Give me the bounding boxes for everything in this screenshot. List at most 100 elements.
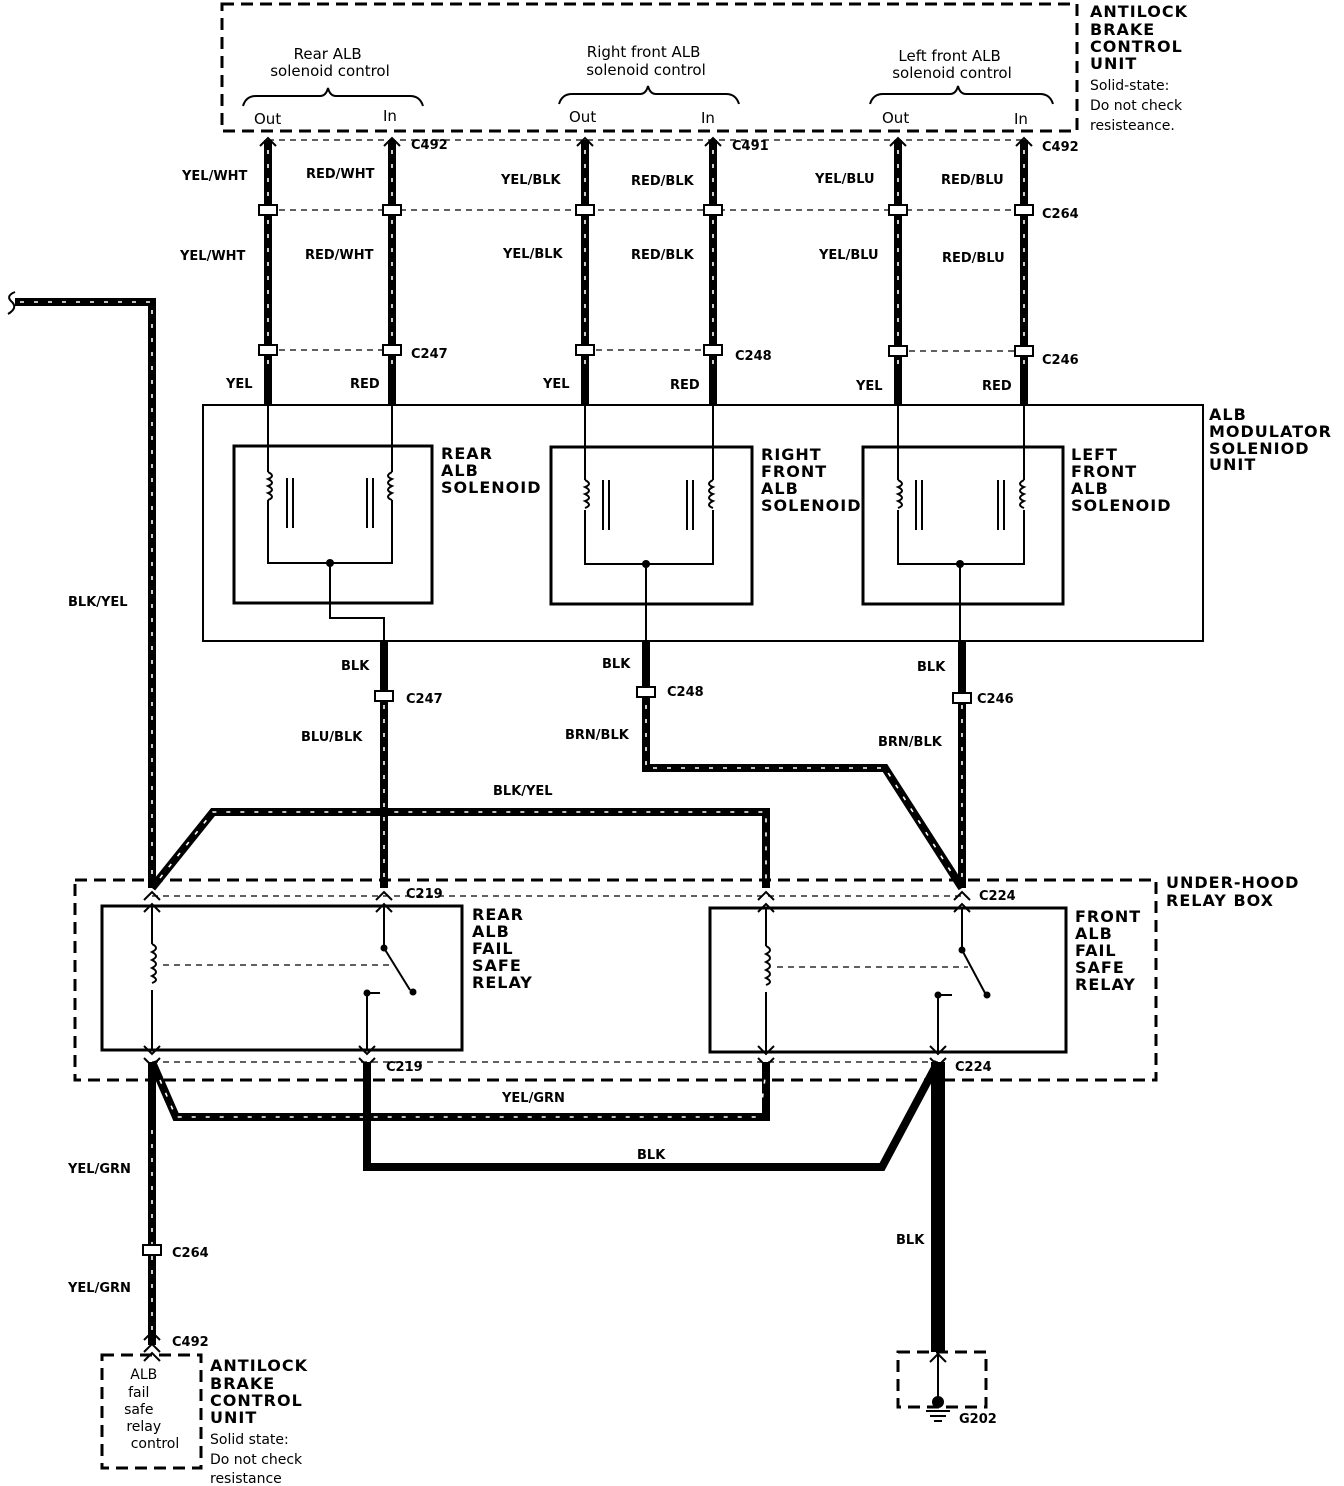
svg-text:YEL/BLU: YEL/BLU	[814, 172, 875, 187]
connector-c246-top: C246	[1042, 353, 1079, 368]
svg-text:YEL: YEL	[855, 379, 883, 394]
yel-grn-lower-label: YEL/GRN	[67, 1281, 131, 1296]
connector-c248-bottom: C248	[667, 685, 704, 700]
svg-text:BLU/BLK: BLU/BLK	[301, 730, 363, 745]
connector-c219-bottom: C219	[386, 1060, 423, 1075]
connector-c247-top: C247	[411, 347, 448, 362]
fail-safe-control-box	[100, 1353, 203, 1470]
connector-c264-bottom: C264	[172, 1246, 209, 1261]
mid-connectors	[258, 344, 1034, 357]
relay-yel-grn-label: YEL/GRN	[501, 1091, 565, 1106]
control-unit-top-note: Solid-state: Do not check resisteance.	[1090, 78, 1187, 134]
left-front-alb-solenoid: LEFT FRONT ALB SOLENOID	[861, 405, 1171, 641]
svg-text:BLK: BLK	[602, 657, 631, 672]
cross-wire-label: BLK/YEL	[493, 784, 553, 799]
right-front-alb-solenoid: RIGHT FRONT ALB SOLENOID	[549, 405, 861, 641]
control-unit-top-box	[220, 2, 1079, 133]
rf-solenoid-junction-dot	[642, 560, 650, 568]
rear-solenoid-label: REAR ALB SOLENOID	[441, 444, 541, 497]
rear-in-label: In	[383, 107, 397, 125]
connector-c224-bottom: C224	[955, 1060, 992, 1075]
relay-output-wires: YEL/GRN BLK YEL/GRN YEL/GRN C264 C492 BL…	[67, 1060, 945, 1353]
rf-in-label: In	[701, 109, 715, 127]
lf-out-label: Out	[882, 109, 909, 127]
svg-text:BRN/BLK: BRN/BLK	[878, 735, 943, 750]
feed-left-label: BLK/YEL	[68, 595, 128, 610]
under-hood-relay-box: UNDER-HOOD RELAY BOX REAR ALB FAIL SAFE …	[73, 873, 1306, 1082]
fail-safe-control-label: ALB fail safe relay control	[124, 1367, 179, 1452]
svg-text:RED: RED	[350, 377, 380, 392]
rear-brace	[242, 87, 424, 107]
cross-wire-blk-yel: BLK/YEL	[148, 784, 770, 891]
lf-solenoid-junction-dot	[956, 560, 964, 568]
top-pin-marks	[259, 136, 1033, 147]
relay-blk-label: BLK	[637, 1148, 666, 1163]
solenoid-return-wires: BLK BLU/BLK BLK BRN/BLK BLK BRN/BLK C247…	[301, 641, 1014, 891]
front-alb-fail-safe-relay: FRONT ALB FAIL SAFE RELAY	[708, 906, 1148, 1054]
feed-wire-blk-yel: BLK/YEL	[7, 291, 156, 888]
connector-c492-rear: C492	[411, 138, 448, 153]
connector-c246-bottom: C246	[977, 692, 1014, 707]
svg-text:YEL/BLK: YEL/BLK	[502, 247, 564, 262]
svg-text:YEL: YEL	[542, 377, 570, 392]
left-front-brace	[869, 85, 1054, 105]
connector-c264-top: C264	[1042, 207, 1079, 222]
svg-text:RED/BLU: RED/BLU	[941, 173, 1004, 188]
svg-text:BLK: BLK	[917, 660, 946, 675]
control-unit-top-title: ANTILOCK BRAKE CONTROL UNIT	[1090, 2, 1195, 73]
relay-pin-marks	[143, 890, 971, 1068]
antilock-brake-control-unit-top: ANTILOCK BRAKE CONTROL UNIT Solid-state:…	[220, 2, 1195, 134]
wire-break-icon	[7, 291, 16, 315]
rf-out-label: Out	[569, 108, 596, 126]
rear-solenoid-junction-dot	[326, 559, 334, 567]
svg-text:YEL/WHT: YEL/WHT	[181, 169, 248, 184]
rf-solenoid-label: RIGHT FRONT ALB SOLENOID	[761, 445, 861, 515]
yel-grn-upper-label: YEL/GRN	[67, 1162, 131, 1177]
svg-text:YEL: YEL	[225, 377, 253, 392]
front-relay-label: FRONT ALB FAIL SAFE RELAY	[1075, 907, 1148, 994]
inline-connector-c264-top	[258, 204, 1034, 216]
rear-out-label: Out	[254, 110, 281, 128]
control-unit-bottom-note: Solid state: Do not check resistance	[210, 1432, 307, 1486]
lf-in-label: In	[1014, 110, 1028, 128]
rear-relay-label: REAR ALB FAIL SAFE RELAY	[472, 905, 533, 992]
svg-text:RED/WHT: RED/WHT	[306, 167, 375, 182]
rear-alb-control-label: Rear ALB solenoid control	[270, 45, 390, 80]
connector-c219-top: C219	[406, 887, 443, 902]
connector-c492-bottom: C492	[172, 1335, 209, 1350]
svg-text:RED/BLU: RED/BLU	[942, 251, 1005, 266]
modulator-unit-title: ALB MODULATOR SOLENIOD UNIT	[1209, 405, 1339, 474]
connector-c248-top: C248	[735, 349, 772, 364]
relay-box-title: UNDER-HOOD RELAY BOX	[1166, 873, 1306, 910]
svg-text:RED/BLK: RED/BLK	[631, 174, 695, 189]
control-unit-bottom-title: ANTILOCK BRAKE CONTROL UNIT	[210, 1356, 315, 1427]
ground-icon	[926, 1410, 950, 1422]
ground-blk-label: BLK	[896, 1233, 925, 1248]
right-front-brace	[558, 85, 740, 105]
ground-box	[896, 1350, 988, 1409]
connector-c247-bottom: C247	[406, 692, 443, 707]
ground-g202: G202	[896, 1350, 997, 1427]
svg-text:BRN/BLK: BRN/BLK	[565, 728, 630, 743]
svg-text:YEL/BLU: YEL/BLU	[818, 248, 879, 263]
rear-alb-solenoid: REAR ALB SOLENOID	[232, 405, 541, 641]
relay-box-outline	[73, 878, 1158, 1082]
connector-c492-left: C492	[1042, 140, 1079, 155]
svg-text:RED: RED	[982, 379, 1012, 394]
connector-c491: C491	[732, 139, 769, 154]
antilock-brake-control-unit-bottom: ALB fail safe relay control ANTILOCK BRA…	[100, 1351, 315, 1486]
svg-text:YEL/WHT: YEL/WHT	[179, 249, 246, 264]
connector-c224-top: C224	[979, 889, 1016, 904]
svg-text:RED/WHT: RED/WHT	[305, 248, 374, 263]
left-front-alb-control-label: Left front ALB solenoid control	[892, 47, 1012, 82]
right-front-alb-control-label: Right front ALB solenoid control	[586, 43, 706, 79]
rear-alb-fail-safe-relay: REAR ALB FAIL SAFE RELAY	[100, 904, 533, 1052]
lf-solenoid-label: LEFT FRONT ALB SOLENOID	[1071, 445, 1171, 515]
ground-g202-label: G202	[959, 1412, 997, 1427]
svg-text:RED/BLK: RED/BLK	[631, 248, 695, 263]
solenoid-feed-wires	[264, 140, 1028, 405]
svg-text:YEL/BLK: YEL/BLK	[500, 173, 562, 188]
wire-labels-top: YEL/WHT RED/WHT YEL/WHT RED/WHT YEL/BLK …	[179, 167, 1012, 394]
alb-modulator-solenoid-unit: ALB MODULATOR SOLENIOD UNIT REAR ALB SOL…	[202, 404, 1339, 642]
